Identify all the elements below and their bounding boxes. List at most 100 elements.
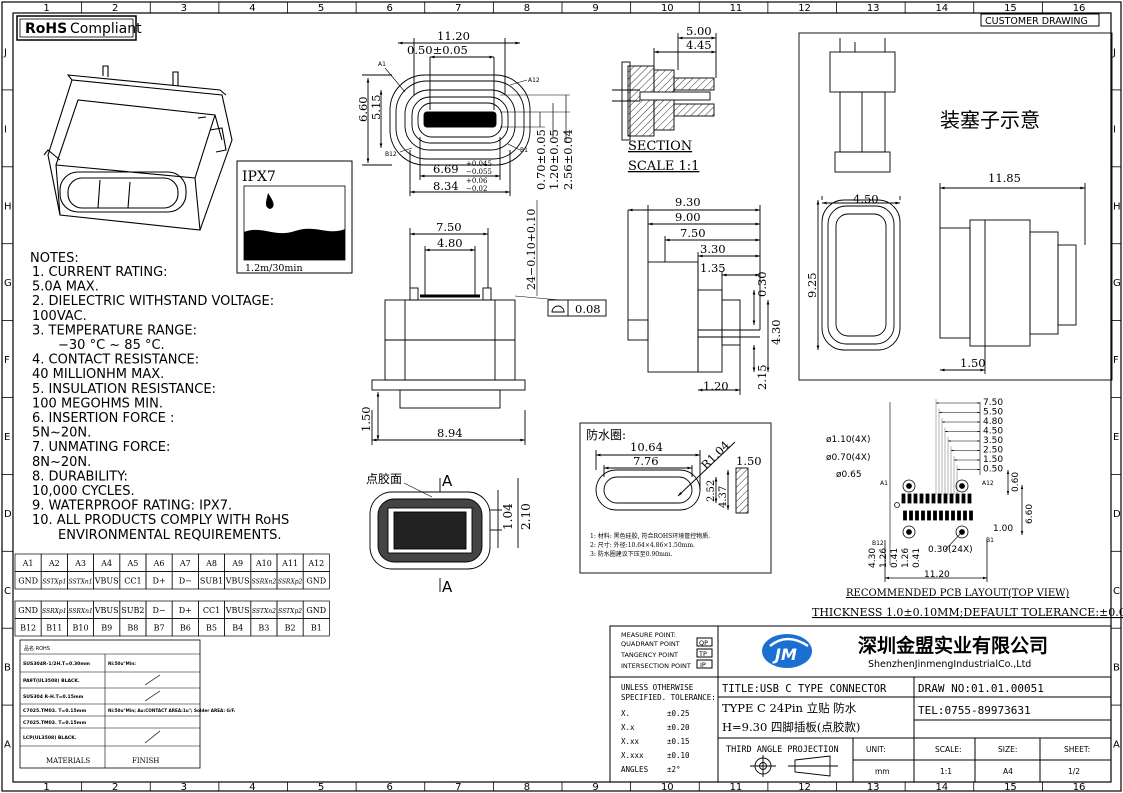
dim-9-00: 9.00: [675, 210, 701, 224]
customer-drawing-badge: CUSTOMER DRAWING: [980, 13, 1100, 27]
pcb-label-b12: B12: [872, 540, 884, 547]
pin-cell: A5: [126, 559, 138, 568]
pin-cell: A12: [307, 559, 324, 568]
finish-footer: FINISH: [132, 757, 159, 765]
note-line: 5N~20N.: [32, 426, 91, 441]
pin-cell: SSTXn1: [68, 578, 92, 585]
unit-value: mm: [875, 767, 890, 776]
note-line: 9. WATERPROOF RATING: IPX7.: [32, 499, 232, 514]
dim-4-50: 4.50: [853, 192, 879, 206]
grid-row-J: J: [3, 47, 7, 58]
scale-value: 1:1: [940, 767, 952, 776]
label-b12: B12: [385, 151, 397, 158]
material-cell: PA9T(UL3508) BLACK.: [23, 678, 80, 684]
grid-col-2: 2: [112, 3, 118, 14]
pcb-pad: [901, 493, 906, 504]
pcb-dim-6-60: 6.60: [1025, 504, 1035, 524]
pcb-label-a1: A1: [880, 480, 888, 487]
grid-col-14: 14: [935, 782, 948, 793]
pcb-hole-1-10: ø1.10(4X): [826, 435, 870, 445]
title-text: TITLE:USB C TYPE CONNECTOR: [722, 683, 887, 695]
ipx7-title: IPX7: [242, 169, 276, 185]
grid-col-7: 7: [455, 782, 461, 793]
glue-surface-label: 点胶面: [366, 471, 402, 486]
pin-cell: GND: [18, 576, 38, 585]
sheet-label: SHEET:: [1064, 745, 1090, 754]
plug-dims: 装塞子示意 4.50 9.25 11.85 1.50: [805, 108, 1040, 370]
pcb-pad: [939, 510, 943, 521]
pcb-width: 11.20: [924, 570, 950, 580]
pcb-pad: [915, 510, 919, 521]
grid-col-12: 12: [798, 3, 811, 14]
grid-row-G: G: [1113, 278, 1121, 289]
dim-4-45: 4.45: [686, 38, 712, 52]
pcb-pad: [931, 493, 936, 504]
tolerance-key: ANGLES: [621, 765, 649, 774]
notes-title: NOTES:: [30, 251, 79, 266]
pin-cell: GND: [306, 576, 326, 585]
tolerance-key: X.x: [621, 723, 635, 732]
pin-cell: D−: [153, 606, 166, 615]
dim-24-tol: 24−0.10+0.10: [525, 209, 538, 290]
grid-col-2: 2: [112, 782, 118, 793]
grid-col-11: 11: [730, 3, 743, 14]
pcb-left-dim: 1.26: [901, 548, 911, 568]
front-view: [362, 38, 570, 196]
pcb-pad: [963, 510, 967, 521]
dim-r1-04: R1.04: [698, 438, 732, 472]
draw-number: DRAW NO:01.01.00051: [918, 682, 1044, 695]
dim-8-94: 8.94: [437, 426, 463, 440]
pin-cell: B2: [285, 623, 296, 632]
pin-cell: SSTXn2: [252, 608, 276, 615]
flatness-value: 0.08: [575, 302, 601, 316]
pcb-pad: [903, 510, 907, 521]
pcb-label-b1: B1: [986, 537, 994, 544]
section-scale: SCALE 1:1: [628, 159, 699, 174]
dim-6-69-tol-plus: +0.045: [466, 160, 492, 168]
grid-col-13: 13: [867, 782, 880, 793]
pcb-dim-1-00: 1.00: [993, 524, 1013, 534]
grid-col-7: 7: [455, 3, 461, 14]
side-view-dims: 7.50 4.80 24−0.10+0.10 0.08 8.94 1.50: [359, 209, 601, 440]
grid-col-6: 6: [386, 782, 392, 793]
bottom-view-labels: 点胶面 A A 1.04 2.10: [366, 471, 533, 596]
pin-cell: A2: [48, 559, 60, 568]
material-cell: SUS304 R-H.T=0.15mm: [23, 694, 84, 700]
grid-row-H: H: [4, 201, 12, 212]
note-line: 3. TEMPERATURE RANGE:: [32, 323, 197, 338]
intersection-code: IP: [700, 661, 706, 669]
note-line: 8. DURABILITY:: [32, 469, 128, 484]
label-b1: B1: [520, 147, 528, 154]
dim-7-50: 7.50: [436, 220, 462, 234]
material-cell: C7025.TM03. T=0.15mm: [23, 708, 86, 714]
pin-cell: A7: [179, 559, 191, 568]
pcb-labels: 7.505.504.804.503.502.501.500.50 ø1.10(4…: [826, 398, 1069, 599]
logo-mark-icon: JM: [772, 645, 797, 664]
tolerance-value: ±0.15: [667, 737, 690, 746]
dim-2-15: 2.15: [755, 364, 769, 390]
ipx7-badge: IPX7 1.2m/30min: [236, 160, 353, 274]
dim-11-20: 11.20: [437, 29, 470, 43]
dim-5-15: 5.15: [369, 94, 383, 120]
connector-3d-view: [43, 65, 233, 231]
grid-row-B: B: [1113, 663, 1120, 674]
oring-note-3: 3: 防水圈建议下压至0.90mm.: [590, 550, 672, 558]
pin-cell: A11: [281, 559, 298, 568]
label-a12: A12: [528, 77, 540, 84]
pin-cell: VBUS: [225, 576, 250, 585]
dim-2-10: 2.10: [519, 503, 533, 530]
size-value: A4: [1003, 767, 1013, 776]
pin-cell: A4: [100, 559, 112, 568]
note-line: 5. INSULATION RESISTANCE:: [32, 382, 216, 397]
grid-row-F: F: [4, 355, 10, 366]
pcb-right-dim: 1.50: [983, 455, 1003, 465]
material-cell: SUS304R-1/2H.T=0.30mm: [23, 661, 90, 667]
grid-row-H: H: [1113, 201, 1121, 212]
material-cell: LCP(UL3508) BLACK.: [23, 735, 77, 741]
dim-8-34: 8.34: [433, 179, 459, 193]
front-view-dims: 11.20 0.50±0.05 6.60 5.15 6.69 +0.045 −0…: [356, 29, 575, 193]
grid-row-I: I: [1113, 124, 1116, 135]
dim-7-50-right: 7.50: [680, 226, 706, 240]
sheet-value: 1/2: [1068, 767, 1080, 776]
